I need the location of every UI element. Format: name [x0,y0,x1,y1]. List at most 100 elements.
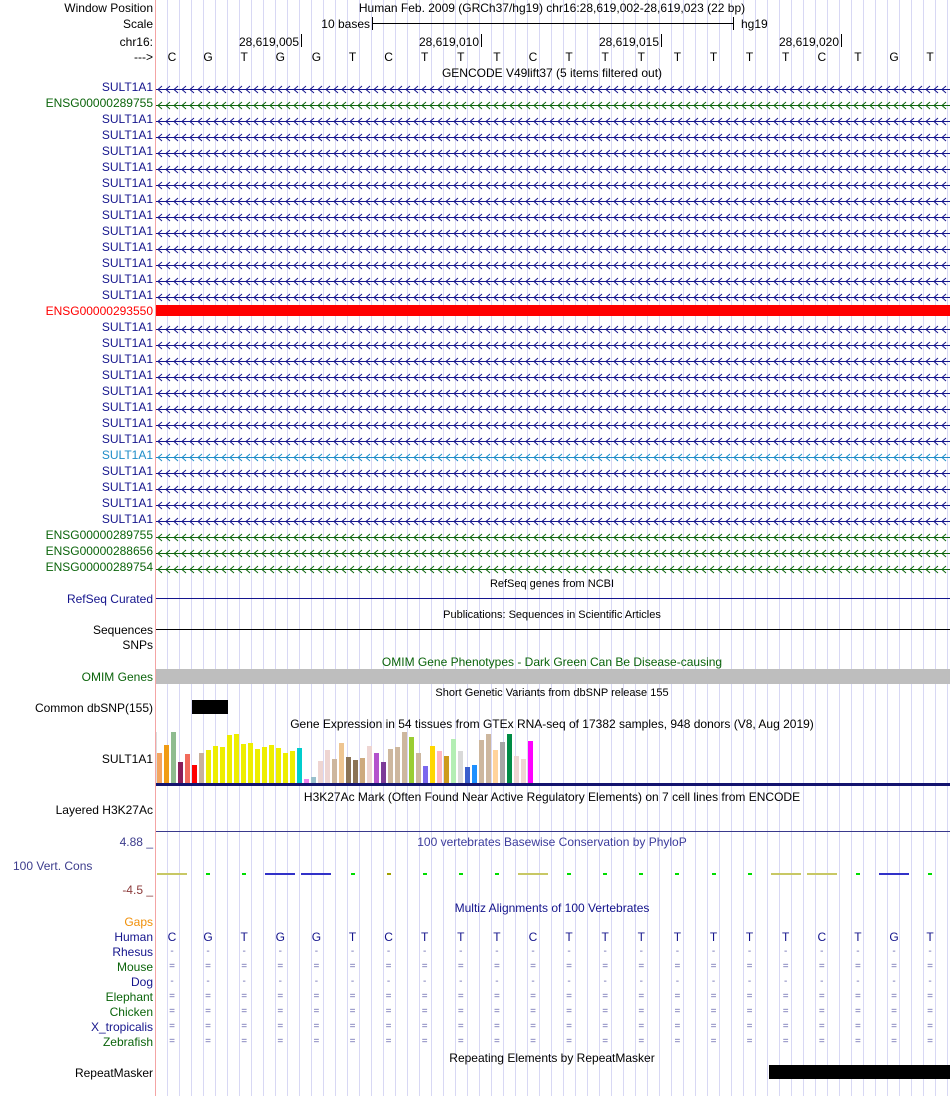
refseq-gene-line[interactable] [156,598,950,599]
gene-label[interactable]: SULT1A1 [101,368,153,382]
gtex-tissue-bar[interactable] [241,744,246,783]
gtex-tissue-bar[interactable] [409,737,414,783]
gtex-tissue-bar[interactable] [486,734,491,783]
gene-feature-line[interactable] [156,371,950,382]
gtex-tissue-bar[interactable] [164,744,169,783]
gtex-tissue-bar[interactable] [157,753,162,783]
gene-label[interactable]: ENSG00000293550 [45,304,153,318]
species-label-mouse[interactable]: Mouse [116,960,153,974]
species-label-human[interactable]: Human [114,930,153,944]
gtex-tissue-bar[interactable] [171,732,176,783]
gene-feature-line[interactable] [156,259,950,270]
gtex-tissue-bar[interactable] [255,749,260,783]
gtex-tissue-bar[interactable] [227,735,232,783]
gene-feature-line[interactable] [156,339,950,350]
gene-label[interactable]: SULT1A1 [101,112,153,126]
gene-label[interactable]: SULT1A1 [101,256,153,270]
gene-label[interactable]: SULT1A1 [101,432,153,446]
gtex-tissue-bar[interactable] [500,742,505,783]
gene-feature-line[interactable] [156,483,950,494]
gene-label[interactable]: SULT1A1 [101,128,153,142]
gene-label[interactable]: SULT1A1 [101,448,153,462]
gtex-tissue-bar[interactable] [374,753,379,783]
gene-label[interactable]: SULT1A1 [101,176,153,190]
gtex-tissue-bar[interactable] [423,766,428,783]
gene-feature-line[interactable] [156,387,950,398]
repeat-element-bar[interactable] [769,1065,950,1079]
gtex-tissue-bar[interactable] [234,734,239,783]
gene-label[interactable]: SULT1A1 [101,512,153,526]
gene-feature-line[interactable] [156,323,950,334]
gene-label[interactable]: SULT1A1 [101,352,153,366]
gtex-tissue-bar[interactable] [346,757,351,783]
gtex-tissue-bar[interactable] [283,753,288,783]
gene-label[interactable]: SULT1A1 [101,80,153,94]
gene-feature-bar[interactable] [156,305,950,316]
gtex-tissue-bar[interactable] [493,750,498,783]
gene-label[interactable]: SULT1A1 [101,336,153,350]
gtex-tissue-bar[interactable] [213,746,218,783]
gene-label[interactable]: ENSG00000289755 [45,528,153,542]
gene-feature-line[interactable] [156,291,950,302]
gtex-tissue-bar[interactable] [458,751,463,783]
gtex-tissue-bar[interactable] [248,743,253,783]
gene-feature-line[interactable] [156,275,950,286]
gene-feature-line[interactable] [156,563,950,574]
gtex-tissue-bar[interactable] [402,732,407,783]
gene-label[interactable]: ENSG00000288656 [45,544,153,558]
gtex-tissue-bar[interactable] [311,777,316,783]
species-label-dog[interactable]: Dog [130,975,153,989]
snp-variant-box[interactable] [192,700,228,714]
gtex-tissue-bar[interactable] [185,754,190,783]
gene-feature-line[interactable] [156,131,950,142]
gtex-tissue-bar[interactable] [192,765,197,783]
gtex-tissue-bar[interactable] [430,746,435,783]
refseq-curated-label[interactable]: RefSeq Curated [66,592,153,606]
gene-label[interactable]: SULT1A1 [101,208,153,222]
gtex-tissue-bar[interactable] [353,760,358,783]
gtex-tissue-bar[interactable] [465,767,470,783]
gtex-tissue-bar[interactable] [521,759,526,783]
gtex-tissue-bar[interactable] [514,756,519,783]
phylop-label[interactable]: 100 Vert. Cons [13,859,93,873]
gene-feature-line[interactable] [156,227,950,238]
publication-sequence-line[interactable] [156,629,950,630]
species-label-chicken[interactable]: Chicken [109,1005,153,1019]
gene-label[interactable]: SULT1A1 [101,400,153,414]
gtex-tissue-bar[interactable] [367,746,372,783]
gene-feature-line[interactable] [156,435,950,446]
gtex-tissue-bar[interactable] [325,750,330,783]
species-label-elephant[interactable]: Elephant [105,990,153,1004]
gene-label[interactable]: SULT1A1 [101,480,153,494]
gtex-tissue-bar[interactable] [479,740,484,783]
gtex-tissue-bar[interactable] [395,747,400,783]
gene-label[interactable]: SULT1A1 [101,384,153,398]
gtex-tissue-bar[interactable] [416,753,421,783]
gtex-tissue-bar[interactable] [297,748,302,783]
gene-label[interactable]: SULT1A1 [101,272,153,286]
snps-label[interactable]: SNPs [122,638,153,652]
omim-genes-label[interactable]: OMIM Genes [81,670,153,684]
gtex-tissue-bar[interactable] [451,739,456,783]
gene-feature-line[interactable] [156,467,950,478]
gene-feature-line[interactable] [156,451,950,462]
gene-label[interactable]: SULT1A1 [101,192,153,206]
sequences-label[interactable]: Sequences [92,623,153,637]
gene-feature-line[interactable] [156,531,950,542]
gtex-tissue-bar[interactable] [178,762,183,783]
gene-feature-line[interactable] [156,195,950,206]
gtex-tissue-bar[interactable] [507,734,512,783]
gene-label[interactable]: SULT1A1 [101,160,153,174]
gtex-gene-label[interactable]: SULT1A1 [101,752,153,766]
gene-label[interactable]: SULT1A1 [101,320,153,334]
gene-label[interactable]: SULT1A1 [101,240,153,254]
gene-label[interactable]: SULT1A1 [101,144,153,158]
gtex-tissue-bar[interactable] [444,756,449,783]
species-label-rhesus[interactable]: Rhesus [112,945,153,959]
gene-feature-line[interactable] [156,99,950,110]
gtex-tissue-bar[interactable] [472,765,477,783]
gtex-tissue-bar[interactable] [318,761,323,783]
gtex-tissue-bar[interactable] [220,747,225,783]
gtex-tissue-bar[interactable] [269,745,274,783]
